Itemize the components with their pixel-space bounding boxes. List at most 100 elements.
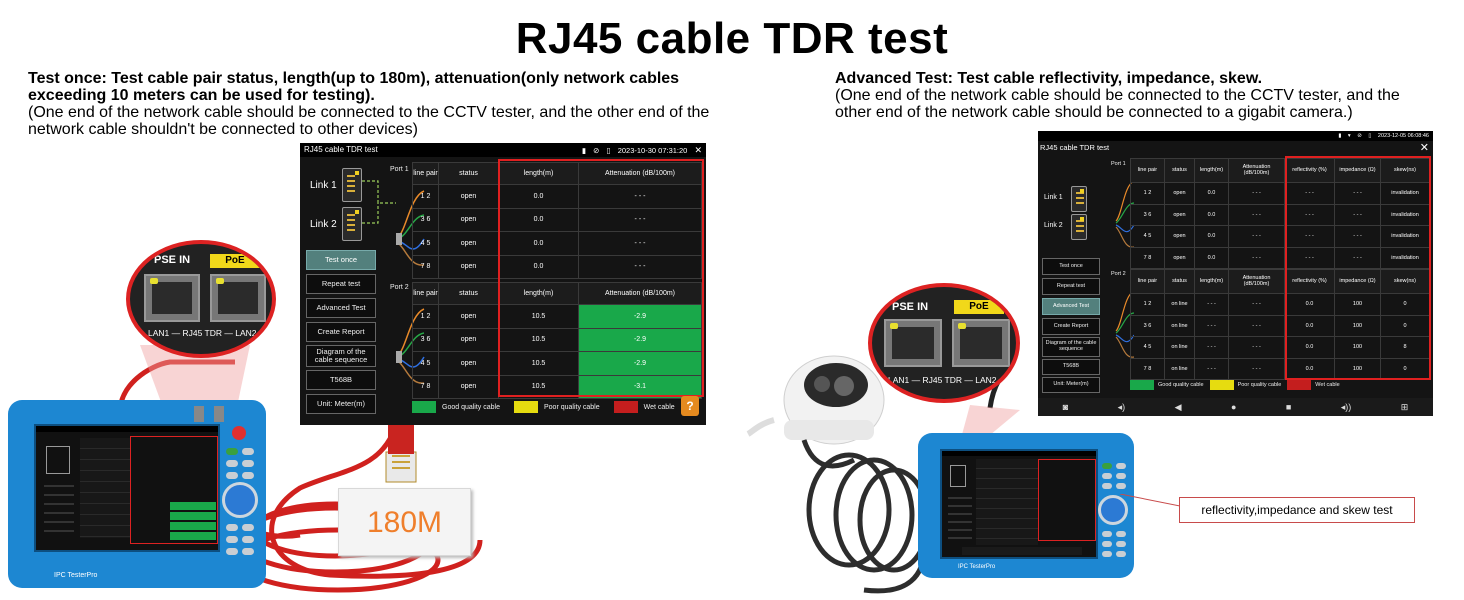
left-device-brand: IPC TesterPro: [54, 572, 98, 579]
screen1-title: RJ45 cable TDR test: [304, 145, 378, 154]
left-port-zoom: PSE IN PoE LAN1 — RJ45 TDR — LAN2: [126, 240, 276, 358]
repeat-test-button[interactable]: Repeat test: [1042, 278, 1100, 295]
left-tester-device: IPC TesterPro: [8, 400, 266, 588]
right-port-zoom: PSE IN PoE LAN1 — RJ45 TDR — LAN2: [868, 283, 1020, 403]
link2-port-icon: [342, 207, 362, 241]
right-caption: Advanced Test: Test cable reflectivity, …: [835, 70, 1435, 121]
cable-sequence-button[interactable]: Diagram of the cable sequence: [1042, 337, 1100, 357]
home-icon[interactable]: ●: [1230, 402, 1237, 412]
lock-icon: ▮: [581, 146, 586, 155]
lan-label: LAN1 — RJ45 TDR — LAN2: [148, 328, 257, 338]
apps-grid-icon[interactable]: ⊞: [1400, 401, 1409, 412]
port1-results-table: line pair status length(m) Attenuation (…: [412, 162, 702, 279]
close-icon[interactable]: ✕: [694, 145, 702, 155]
lan1-port-icon: [884, 319, 942, 367]
t568b-button[interactable]: T568B: [306, 370, 376, 390]
create-report-button[interactable]: Create Report: [306, 322, 376, 342]
poe-label: PoE: [954, 300, 1004, 314]
port2-label: Port 2: [1111, 271, 1126, 277]
close-icon[interactable]: ✕: [1419, 142, 1429, 154]
left-caption: Test once: Test cable pair status, lengt…: [28, 70, 718, 138]
repeat-test-button[interactable]: Repeat test: [306, 274, 376, 294]
table-header-row: line pair status length(m) Attenuation (…: [412, 162, 702, 185]
pse-in-label: PSE IN: [892, 301, 929, 313]
link2-label: Link 2: [1044, 222, 1063, 229]
test-once-button[interactable]: Test once: [1042, 258, 1100, 275]
battery-icon: ▯: [1368, 133, 1372, 139]
tdr-screen-advanced-test: ▮ ▾ ⊘ ▯ 2023-12-05 06:08:46 RJ45 cable T…: [1038, 131, 1433, 416]
pse-in-label: PSE IN: [154, 254, 191, 266]
battery-icon: ▯: [606, 146, 611, 155]
lan2-port-icon: [952, 319, 1010, 367]
back-icon[interactable]: ◀: [1174, 401, 1182, 412]
advanced-test-button[interactable]: Advanced Test: [306, 298, 376, 318]
link1-port-icon: [342, 168, 362, 202]
page-title: RJ45 cable TDR test: [515, 14, 949, 63]
unit-button[interactable]: Unit: Meter(m): [1042, 377, 1100, 393]
wifi-icon: ▾: [1347, 133, 1351, 139]
recent-apps-icon[interactable]: ■: [1285, 402, 1292, 412]
right-tester-device: IPC TesterPro: [918, 433, 1134, 578]
t568b-button[interactable]: T568B: [1042, 359, 1100, 375]
table-header-row: line pair status length(m) Attenuation (…: [412, 282, 702, 305]
cable-sequence-button[interactable]: Diagram of the cable sequence: [306, 345, 376, 367]
power-key-icon: [232, 426, 246, 440]
right-device-brand: IPC TesterPro: [958, 564, 996, 570]
right-caption-normal: (One end of the network cable should be …: [835, 87, 1400, 121]
no-signal-icon: ⊘: [593, 146, 600, 155]
cable-quality-legend: Good quality cable Poor quality cable We…: [412, 401, 689, 413]
left-device-display: [34, 424, 220, 552]
lan-label: LAN1 — RJ45 TDR — LAN2: [888, 375, 997, 385]
right-device-display: [940, 449, 1098, 559]
right-caption-bold: Advanced Test: Test cable reflectivity, …: [835, 70, 1263, 87]
screen2-datetime: 2023-12-05 06:08:46: [1377, 133, 1429, 139]
port1-label: Port 1: [390, 166, 409, 173]
link1-port-icon: [1071, 186, 1087, 212]
no-signal-icon: ⊘: [1357, 133, 1362, 139]
callout-leader-line: [1120, 494, 1180, 507]
dpad-icon: [222, 482, 258, 518]
advanced-test-button[interactable]: Advanced Test: [1042, 298, 1100, 315]
unit-button[interactable]: Unit: Meter(m): [306, 394, 376, 414]
screen2-title: RJ45 cable TDR test: [1040, 143, 1110, 152]
port2-results-table: line pair status length(m) Attenuation (…: [412, 282, 702, 399]
help-icon[interactable]: ?: [681, 396, 699, 416]
rj45-plug-icon: [385, 424, 417, 483]
reflectivity-callout: reflectivity,impedance and skew test: [1179, 497, 1415, 523]
screen2-status-bar: ▮ ▾ ⊘ ▯ 2023-12-05 06:08:46: [1038, 131, 1433, 141]
link-connector-lines: [362, 180, 396, 224]
cable-length-tag: 180M: [338, 488, 471, 556]
left-caption-normal: (One end of the network cable should be …: [28, 104, 710, 138]
dpad-icon: [1098, 495, 1128, 525]
volume-up-icon[interactable]: ◂)): [1340, 401, 1352, 412]
tdr-screen-test-once: RJ45 cable TDR test ▮ ⊘ ▯ 2023-10-30 07:…: [300, 143, 706, 425]
test-once-button[interactable]: Test once: [306, 250, 376, 270]
link1-label: Link 1: [310, 180, 337, 191]
cable-quality-legend: Good quality cable Poor quality cable We…: [1130, 380, 1346, 390]
volume-down-icon[interactable]: ◂): [1117, 401, 1126, 412]
link2-label: Link 2: [310, 219, 337, 230]
poe-label: PoE: [210, 254, 260, 268]
create-report-button[interactable]: Create Report: [1042, 318, 1100, 335]
left-caption-bold: Test once: Test cable pair status, lengt…: [28, 70, 680, 104]
link1-label: Link 1: [1044, 194, 1063, 201]
camera-icon[interactable]: ◙: [1062, 402, 1069, 412]
